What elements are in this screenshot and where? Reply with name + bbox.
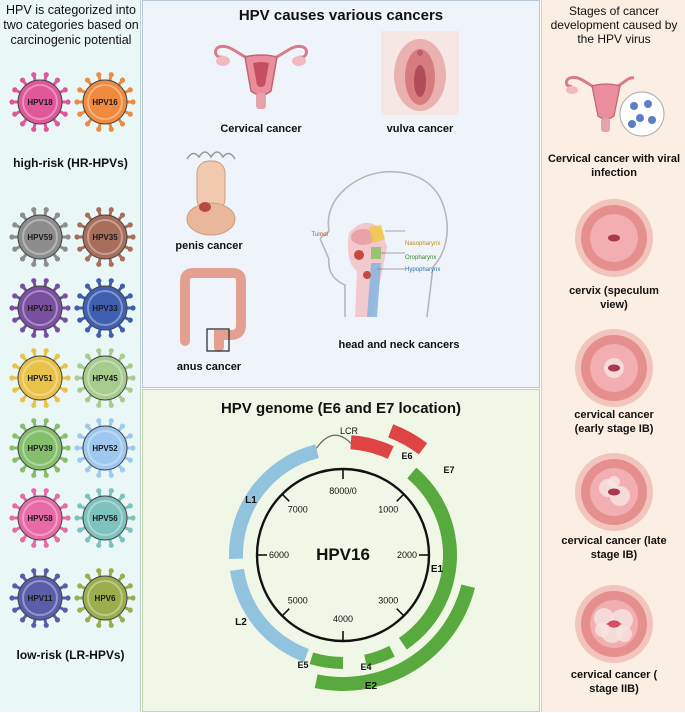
categories-title: HPV is categorized into two categories b… [3, 3, 139, 47]
virus-label: HPV6 [95, 594, 116, 603]
genome-tick-label: 8000/0 [329, 486, 357, 496]
hypopharynx-label: Hypopharynx [405, 267, 441, 273]
gene-e2 [314, 584, 475, 691]
stage-label-1: cervix (speculum view) [569, 285, 659, 311]
stages-panel: Stages of cancer development caused by t… [541, 0, 685, 712]
genome-tick [396, 608, 405, 617]
virus-label: HPV45 [92, 374, 118, 383]
virus-hpv33: HPV33 [74, 278, 136, 338]
virus-label: HPV16 [92, 98, 118, 107]
gene-label-e4: E4 [360, 662, 371, 672]
virus-label: HPV51 [27, 374, 53, 383]
genome-panel: HPV genome (E6 and E7 location) 8000/0 10… [142, 389, 540, 712]
head-neck-cancer-label: head and neck cancers [338, 339, 460, 351]
virus-hpv56: HPV56 [74, 488, 136, 548]
virus-hpv11: HPV11 [9, 568, 71, 628]
genome-map: 8000/01000200030004000500060007000HPV16L… [229, 424, 475, 692]
high-risk-label: high-risk (HR-HPVs) [13, 156, 128, 170]
gene-label-e1: E1 [431, 564, 444, 575]
head-neck-illustration [319, 170, 449, 318]
cancers-panel: HPV causes various cancers Cervical canc… [142, 0, 540, 388]
low-risk-label: low-risk (LR-HPVs) [16, 648, 125, 662]
genome-tick-label: 7000 [288, 505, 308, 515]
oropharynx-label: Oropharynx [405, 255, 437, 261]
genome-tick-label: 3000 [378, 595, 398, 605]
lcr-line [315, 434, 352, 449]
virus-hpv51: HPV51 [9, 348, 71, 408]
genome-tick [396, 493, 405, 502]
virus-label: HPV31 [27, 304, 53, 313]
uterus-illustration [214, 44, 308, 109]
genome-tick [281, 493, 290, 502]
uterus-infection-illustration [564, 75, 665, 137]
virus-hpv6: HPV6 [74, 568, 136, 628]
gene-label-e5: E5 [297, 660, 308, 670]
virus-label: HPV56 [92, 514, 118, 523]
penis-illustration [186, 151, 236, 236]
vulva-illustration [381, 31, 459, 115]
gene-label-e7: E7 [443, 465, 454, 475]
genome-title: HPV genome (E6 and E7 location) [220, 400, 462, 417]
genome-tick-label: 2000 [397, 550, 417, 560]
stages-title: Stages of cancer development caused by t… [550, 4, 678, 46]
cervix-speculum-illustration [575, 199, 653, 277]
genome-tick-label: 4000 [333, 614, 353, 624]
virus-hpv16: HPV16 [74, 72, 136, 132]
virus-label: HPV33 [92, 304, 118, 313]
penis-cancer-label: penis cancer [175, 240, 243, 252]
stage-label-2: cervical cancer (early stage IB) [574, 409, 654, 435]
colon-illustration [180, 268, 246, 352]
cervix-stage-iib-illustration [575, 585, 653, 663]
genome-tick-label: 6000 [269, 550, 289, 560]
virus-hpv39: HPV39 [9, 418, 71, 478]
genome-tick-label: 5000 [288, 595, 308, 605]
gene-e7 [388, 424, 428, 455]
virus-label: HPV52 [92, 444, 118, 453]
virus-hpv18: HPV18 [9, 72, 71, 132]
stage-label-0: Cervical cancer with viral infection [547, 153, 681, 179]
virus-hpv59: HPV59 [9, 207, 71, 267]
virus-hpv52: HPV52 [74, 418, 136, 478]
stage-label-4: cervical cancer ( stage IIB) [570, 669, 658, 695]
virus-hpv58: HPV58 [9, 488, 71, 548]
stage-label-3: cervical cancer (late stage IB) [561, 535, 667, 561]
virus-label: HPV11 [28, 594, 53, 603]
cervix-early-ib-illustration [575, 329, 653, 407]
gene-e6 [350, 435, 394, 459]
vulva-cancer-label: vulva cancer [386, 123, 454, 135]
virus-label: HPV58 [27, 514, 53, 523]
gene-e1 [398, 467, 457, 650]
tumor-label: Tumor [311, 232, 329, 238]
virus-hpv31: HPV31 [9, 278, 71, 338]
gene-label-e2: E2 [365, 681, 378, 692]
cancers-title: HPV causes various cancers [238, 7, 444, 24]
genome-center-label: HPV16 [316, 545, 370, 564]
cervical-cancer-label: Cervical cancer [220, 123, 302, 135]
nasopharynx-label: Nasopharynx [405, 241, 441, 247]
genome-tick-label: 1000 [378, 505, 398, 515]
gene-l1 [229, 444, 319, 559]
anus-cancer-label: anus cancer [176, 361, 242, 373]
gene-label-l2: L2 [235, 617, 247, 628]
virus-hpv35: HPV35 [74, 207, 136, 267]
gene-label-l1: L1 [245, 495, 257, 506]
gene-label-lcr: LCR [340, 426, 359, 436]
hpv-categories-panel: HPV is categorized into two categories b… [0, 0, 141, 712]
genome-tick [281, 608, 290, 617]
virus-hpv45: HPV45 [74, 348, 136, 408]
gene-label-e6: E6 [401, 451, 412, 461]
virus-label: HPV18 [27, 98, 53, 107]
virus-label: HPV35 [92, 233, 118, 242]
virus-label: HPV59 [27, 233, 53, 242]
gene-l2 [230, 568, 309, 663]
gene-e4 [364, 645, 395, 667]
virus-label: HPV39 [27, 444, 53, 453]
cervix-late-ib-illustration [575, 453, 653, 531]
gene-e5 [309, 652, 343, 669]
